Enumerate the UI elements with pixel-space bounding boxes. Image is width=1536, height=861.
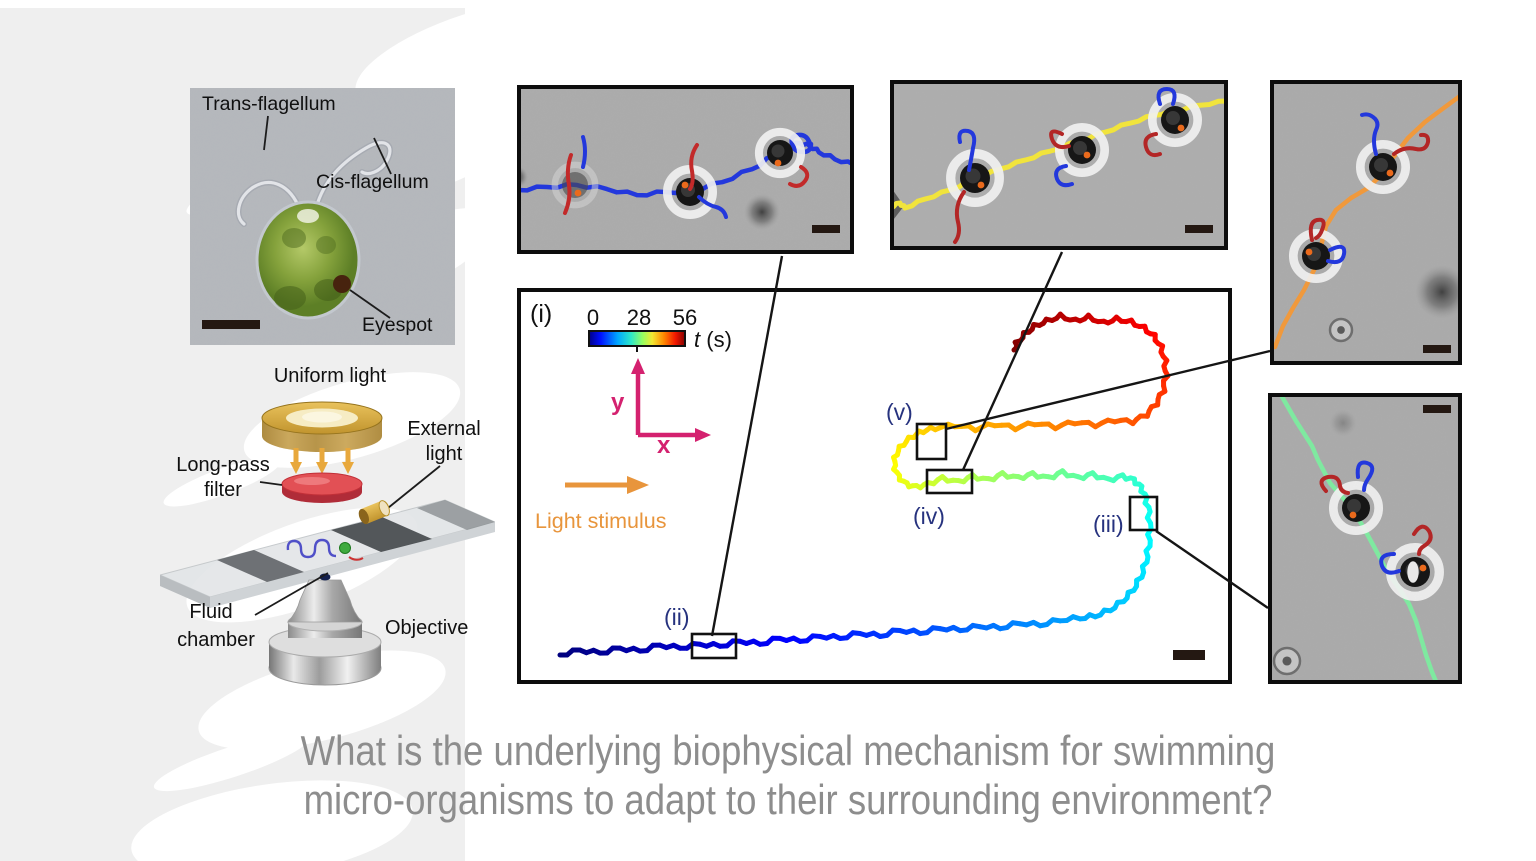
label-external-1: External: [407, 418, 480, 440]
light-stimulus-label: Light stimulus: [535, 509, 666, 533]
label-external-2: light: [426, 443, 463, 465]
x-axis-label: x: [657, 432, 671, 459]
setup-schematic: Uniform light Long-pass filter External …: [160, 360, 495, 695]
roi-label-v: (v): [886, 399, 913, 425]
cell-micrograph-panel: Trans-flagellum Cis-flagellum Eyespot: [190, 88, 455, 345]
svg-text:56: 56: [673, 305, 697, 330]
fluid-channel: [286, 538, 337, 559]
svg-text:0: 0: [587, 305, 599, 330]
long-pass-filter: [281, 472, 363, 503]
roi-label-iv: (iv): [913, 503, 945, 529]
eyespot: [333, 275, 351, 293]
microscope-slide: [160, 499, 495, 608]
inset-panel-iv: [890, 80, 1228, 250]
label-objective: Objective: [385, 617, 468, 639]
inset-panel-v: [1270, 80, 1462, 365]
panel-label-i: (i): [530, 300, 552, 328]
xy-axes: y x: [611, 358, 711, 459]
y-axis-label: y: [611, 389, 625, 416]
label-longpass-2: filter: [204, 479, 242, 501]
inset-panel-ii: [517, 85, 854, 254]
objective-aperture: [319, 573, 331, 581]
trajectory-plot-panel: (i) 0 28 56 t (s) y x Light stimulus (ii…: [517, 288, 1232, 684]
cell-in-channel: [339, 542, 351, 554]
objective-lens: [268, 573, 382, 686]
question-line-1: What is the underlying biophysical mecha…: [300, 727, 1276, 774]
cell-body: [255, 200, 361, 320]
scale-bar: [202, 320, 260, 329]
label-eyespot: Eyespot: [362, 314, 433, 336]
roi-label-ii: (ii): [664, 604, 690, 630]
label-fluid-2: chamber: [177, 629, 255, 651]
label-cis-flagellum: Cis-flagellum: [316, 171, 429, 193]
label-longpass-1: Long-pass: [176, 454, 269, 476]
flagella: [235, 139, 393, 227]
external-light-source: [358, 500, 390, 525]
svg-text:28: 28: [627, 305, 651, 330]
light-arrows: [290, 448, 354, 474]
label-fluid-1: Fluid: [189, 601, 232, 623]
scale-bar: [1173, 650, 1205, 660]
question-text: What is the underlying biophysical mecha…: [275, 726, 1302, 824]
light-stimulus-arrow: Light stimulus: [535, 476, 666, 533]
label-uniform-light: Uniform light: [274, 365, 387, 387]
question-line-2: micro-organisms to adapt to their surrou…: [303, 776, 1273, 823]
label-trans-flagellum: Trans-flagellum: [202, 93, 336, 115]
light-source: [261, 401, 383, 452]
roi-label-iii: (iii): [1093, 511, 1124, 537]
inset-panel-iii: [1268, 393, 1462, 684]
svg-text:t (s): t (s): [694, 327, 732, 352]
